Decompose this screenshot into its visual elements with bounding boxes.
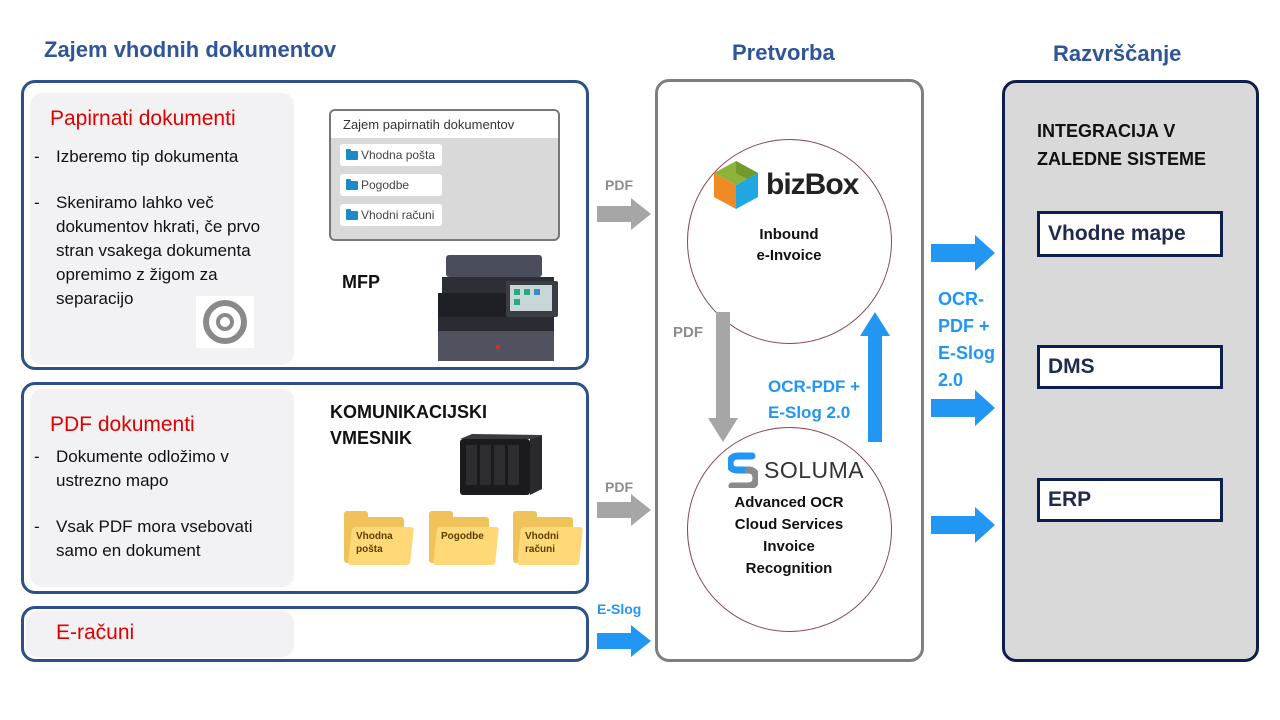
soluma-logo-text: SOLUMA [764, 456, 865, 483]
separator-stamp-icon [196, 296, 254, 348]
soluma-logo: SOLUMA [728, 450, 868, 490]
arrow-pdf-to-conversion [597, 494, 651, 526]
paper-documents-title: Papirnati dokumenti [50, 107, 236, 130]
flow-label-pdf-paper: PDF [605, 177, 633, 193]
einvoices-title: E-računi [56, 621, 135, 644]
folder-icon [346, 148, 358, 160]
target-dms[interactable]: DMS [1037, 345, 1223, 389]
scan-item-vhodni-racuni[interactable]: Vhodni računi [340, 204, 442, 226]
communication-gateway-label: KOMUNIKACIJSKI VMESNIK [330, 402, 488, 448]
capture-section-title: Zajem vhodnih dokumentov [44, 37, 337, 62]
folder-pogodbe[interactable]: Pogodbe [429, 511, 499, 565]
integration-title: INTEGRACIJA V ZALEDNE SISTEME [1037, 121, 1207, 169]
arrow-bizbox-to-soluma [708, 312, 738, 442]
flow-label-pdf-docs: PDF [605, 479, 633, 495]
paper-documents-box: Papirnati dokumenti -Izberemo tip dokume… [21, 80, 589, 370]
arrow-paper-to-conversion [597, 198, 651, 230]
scan-item-pogodbe[interactable]: Pogodbe [340, 174, 442, 196]
einvoices-box: E-računi [21, 606, 589, 662]
bizbox-description: Inbound e-Invoice [756, 226, 822, 264]
flow-label-eslog: E-Slog [597, 601, 642, 617]
paper-bullet-2: -Skeniramo lahko več dokumentov hkrati, … [34, 193, 261, 308]
bizbox-logo-text-light: biz [766, 168, 806, 201]
flow-label-pdf-internal: PDF [673, 324, 703, 341]
pdf-documents-panel: PDF dokumenti -Dokumente odložimo v ustr… [30, 389, 294, 587]
pdf-bullet-1: -Dokumente odložimo v ustrezno mapo [34, 447, 229, 490]
bizbox-logo-text-bold: Box [804, 168, 860, 201]
sorting-section-title: Razvrščanje [1053, 41, 1182, 66]
pdf-documents-box: PDF dokumenti -Dokumente odložimo v ustr… [21, 382, 589, 594]
paper-documents-panel: Papirnati dokumenti -Izberemo tip dokume… [30, 93, 294, 365]
flow-label-ocr-internal: OCR-PDF + E-Slog 2.0 [768, 377, 861, 422]
pdf-documents-title: PDF dokumenti [50, 413, 195, 436]
arrow-to-vhodne-mape [931, 235, 995, 271]
bizbox-hexagon-icon [714, 161, 758, 209]
bizbox-logo: bizBox [710, 158, 870, 212]
arrow-to-dms [931, 390, 995, 426]
arrow-soluma-to-bizbox [860, 312, 890, 442]
conversion-section-title: Pretvorba [732, 40, 835, 65]
scan-item-vhodna-posta[interactable]: Vhodna pošta [340, 144, 442, 166]
scan-ui-header: Zajem papirnatih dokumentov [331, 111, 558, 138]
target-vhodne-mape[interactable]: Vhodne mape [1037, 211, 1223, 257]
pdf-bullet-2: -Vsak PDF mora vsebovati samo en dokumen… [34, 517, 253, 560]
folder-icon [346, 178, 358, 190]
mfp-printer-icon [434, 251, 562, 363]
bizbox-circle: bizBox Inbound e-Invoice [687, 139, 892, 344]
arrow-einvoice-to-conversion [597, 625, 651, 657]
arrow-to-erp [931, 507, 995, 543]
nas-device-icon [458, 433, 544, 497]
soluma-description: Advanced OCR Cloud Services Invoice Reco… [734, 494, 844, 577]
soluma-s-icon [728, 452, 758, 488]
integration-box: INTEGRACIJA V ZALEDNE SISTEME Vhodne map… [1002, 80, 1259, 662]
conversion-box: bizBox Inbound e-Invoice PDF OCR-PDF + E… [655, 79, 924, 662]
folder-icon [346, 208, 358, 220]
flow-label-ocr-output: OCR- PDF + E-Slog 2.0 [938, 289, 995, 390]
einvoices-panel: E-računi [26, 611, 294, 657]
paper-bullet-1: -Izberemo tip dokumenta [34, 147, 239, 166]
mfp-label: MFP [342, 272, 380, 292]
target-erp[interactable]: ERP [1037, 478, 1223, 522]
scan-ui-mockup: Zajem papirnatih dokumentov Vhodna pošta… [329, 109, 560, 241]
soluma-circle: SOLUMA Advanced OCR Cloud Services Invoi… [687, 427, 892, 632]
